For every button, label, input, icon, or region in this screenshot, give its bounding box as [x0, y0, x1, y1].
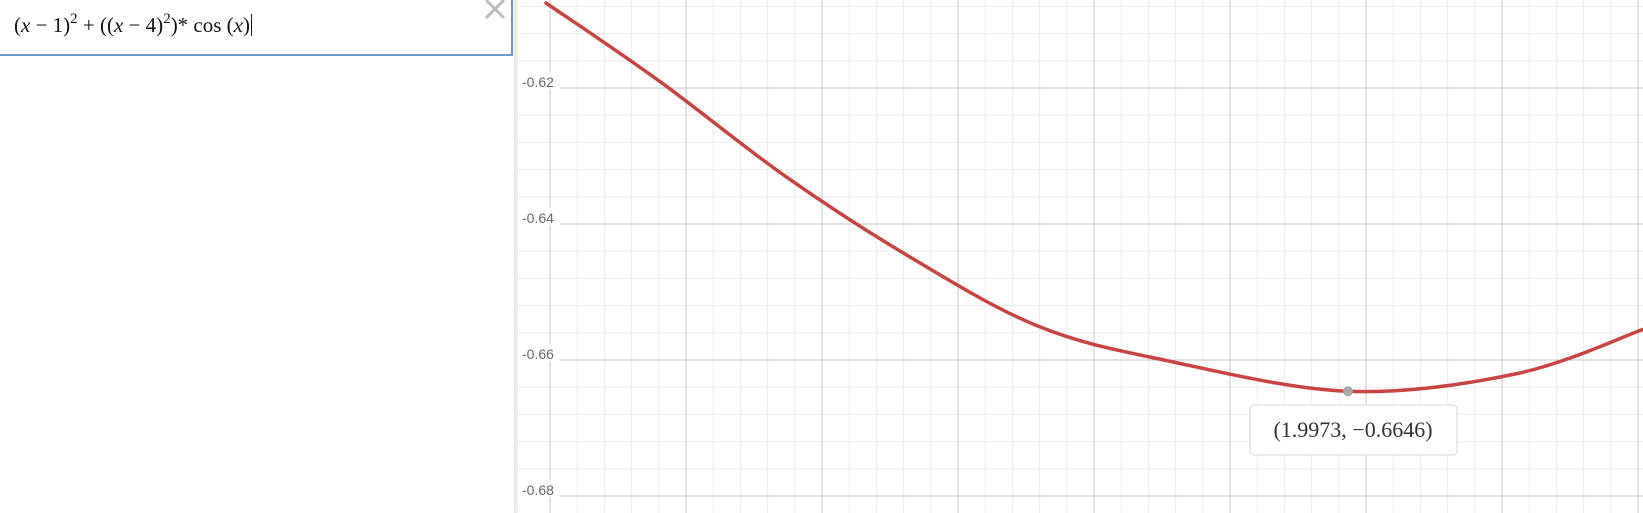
minimum-point-marker[interactable] — [1342, 386, 1353, 397]
expr-part: )* cos ( — [170, 13, 234, 37]
expr-part: x — [233, 13, 243, 37]
expr-part: ( — [14, 13, 21, 37]
expr-part: x — [21, 13, 31, 37]
y-tick-label-text: -0.64 — [522, 210, 554, 226]
minor-gridlines — [518, 0, 1643, 513]
expr-part: − 4) — [123, 13, 164, 37]
y-tick-label: -0.64 — [518, 208, 560, 226]
expr-part: ) — [243, 13, 250, 37]
expression-row[interactable]: (x − 1)2 + ((x − 4)2)* cos (x) — [0, 0, 513, 56]
y-tick-label-text: -0.66 — [522, 346, 554, 362]
expression-list: (x − 1)2 + ((x − 4)2)* cos (x) — [0, 0, 516, 513]
delete-expression-button[interactable] — [482, 0, 508, 22]
major-gridlines — [518, 0, 1643, 513]
point-label-tooltip: (1.9973, −0.6646) — [1249, 404, 1458, 456]
graph-canvas[interactable]: -0.62 -0.64 -0.66 -0.68 (1.99 — [518, 0, 1643, 513]
expr-exponent: 2 — [163, 11, 171, 27]
expr-part: − 1) — [30, 13, 71, 37]
expr-part: x — [114, 13, 124, 37]
expression-input[interactable]: (x − 1)2 + ((x − 4)2)* cos (x) — [14, 11, 252, 38]
close-icon — [484, 0, 506, 20]
expr-part: + (( — [77, 13, 115, 37]
y-tick-label-text: -0.62 — [522, 74, 554, 90]
y-tick-label: -0.68 — [518, 480, 560, 498]
text-cursor — [251, 14, 252, 36]
y-axis-tick-labels: -0.62 -0.64 -0.66 -0.68 — [518, 72, 560, 498]
point-coordinates-label: (1.9973, −0.6646) — [1273, 417, 1432, 442]
panel-divider[interactable] — [514, 0, 518, 513]
y-tick-label: -0.62 — [518, 72, 560, 90]
graph-paper[interactable]: -0.62 -0.64 -0.66 -0.68 (1.99 — [518, 0, 1643, 513]
y-tick-label: -0.66 — [518, 344, 560, 362]
function-curve[interactable] — [544, 1, 1643, 394]
y-tick-label-text: -0.68 — [522, 482, 554, 498]
expr-exponent: 2 — [70, 11, 78, 27]
